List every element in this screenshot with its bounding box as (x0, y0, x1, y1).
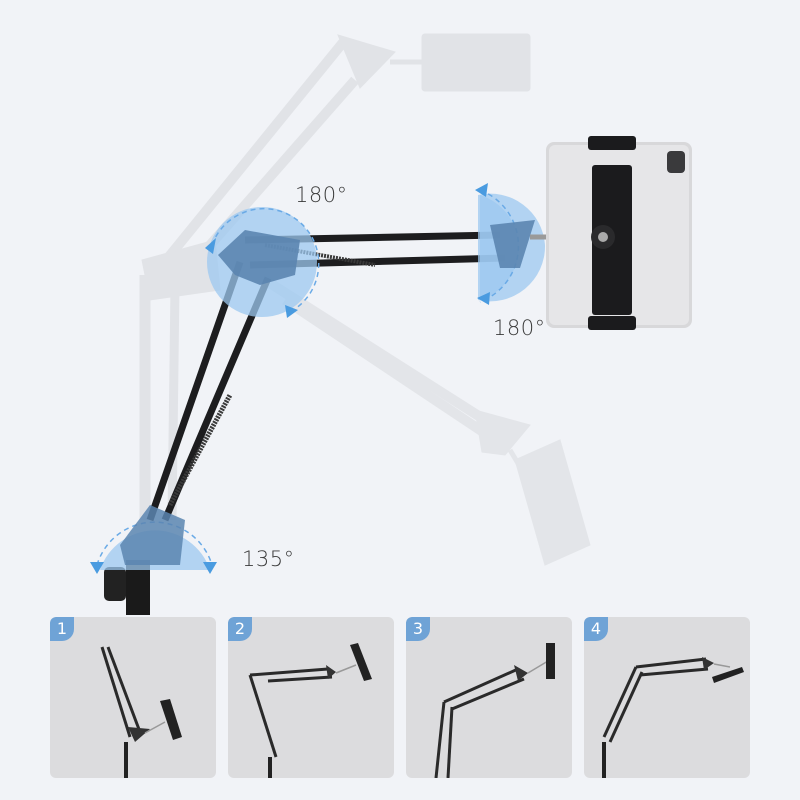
position-badge-2: 2 (228, 617, 252, 641)
upper-joint-rotation (205, 207, 320, 318)
position-1-illustration (100, 646, 182, 778)
ghost-position-up (139, 33, 531, 521)
lower-arm (146, 260, 272, 522)
clamp-joint-rotation (475, 183, 546, 305)
clamp-angle-label: 180° (493, 316, 546, 340)
upper-joint-angle-label: 180° (295, 183, 348, 207)
hero-illustration: 180° 180° 135° (90, 33, 692, 620)
position-panels: 1 2 3 (50, 617, 750, 778)
position-panel-4: 4 (584, 617, 750, 778)
knob (104, 567, 126, 601)
position-panel-1: 1 (50, 617, 216, 778)
stand-illustration (90, 33, 692, 620)
position-badge-1: 1 (50, 617, 74, 641)
position-3-illustration (434, 643, 555, 778)
position-panel-2: 2 (228, 617, 394, 778)
position-4-illustration (602, 657, 744, 778)
position-panel-3: 3 (406, 617, 572, 778)
ghost-position-down (262, 275, 591, 566)
camera (667, 151, 685, 173)
tablet-clamp (588, 136, 636, 330)
base-joint-angle-label: 135° (242, 547, 295, 571)
base-joint-rotation (90, 505, 217, 574)
position-2-illustration (248, 643, 372, 778)
position-badge-3: 3 (406, 617, 430, 641)
position-badge-4: 4 (584, 617, 608, 641)
